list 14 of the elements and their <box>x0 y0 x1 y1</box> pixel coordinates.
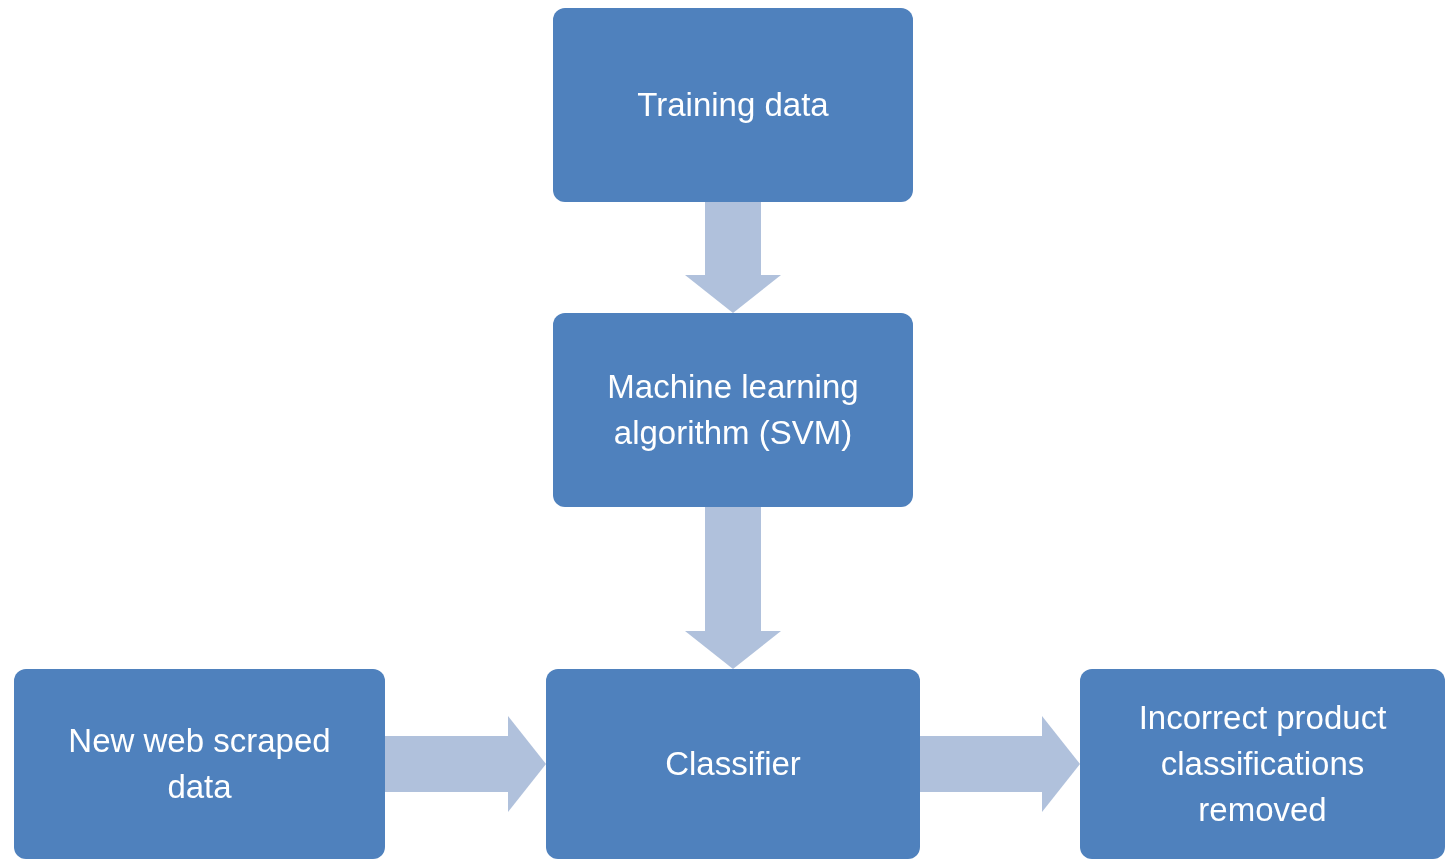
process-box <box>553 8 913 202</box>
node-label: Incorrect product classifications removed <box>1137 697 1388 831</box>
process-box <box>553 313 913 507</box>
block-arrow <box>385 716 546 812</box>
process-box <box>1080 669 1445 859</box>
process-box <box>546 669 920 859</box>
node-label: Machine learning algorithm (SVM) <box>606 366 860 453</box>
block-arrow <box>685 507 781 669</box>
node-label: New web scraped data <box>67 720 332 807</box>
block-arrow <box>920 716 1080 812</box>
node-label: Classifier <box>665 743 801 784</box>
block-arrow <box>685 202 781 313</box>
node-label: Training data <box>637 84 829 125</box>
process-box <box>14 669 385 859</box>
